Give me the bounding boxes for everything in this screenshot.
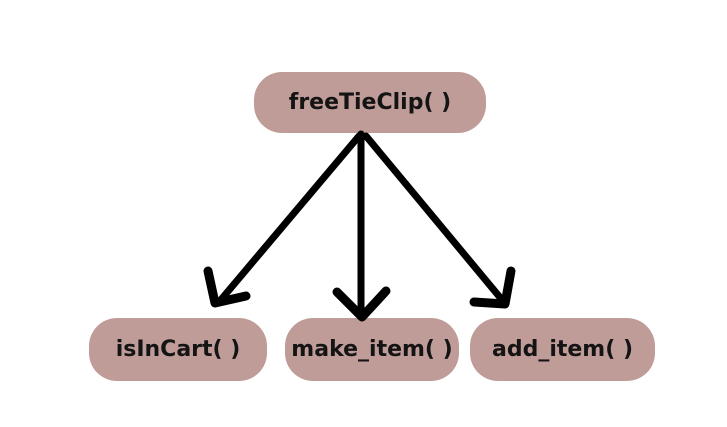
node-freetieclip-label: freeTieClip( ) bbox=[288, 90, 452, 115]
node-isincart: isInCart( ) bbox=[89, 318, 267, 381]
arrow-line-right bbox=[362, 132, 507, 305]
arrow-head-left-icon bbox=[203, 266, 251, 308]
arrow-head-middle-icon bbox=[332, 286, 391, 322]
node-makeitem: make_item( ) bbox=[285, 318, 459, 381]
node-additem: add_item( ) bbox=[470, 318, 655, 381]
arrow-head-right-icon bbox=[469, 266, 516, 309]
node-additem-label: add_item( ) bbox=[491, 337, 633, 362]
edge-freetieclip-isincart bbox=[203, 132, 363, 308]
edge-freetieclip-makeitem bbox=[332, 130, 391, 322]
node-isincart-label: isInCart( ) bbox=[115, 337, 241, 362]
node-makeitem-label: make_item( ) bbox=[291, 337, 453, 362]
edge-freetieclip-additem bbox=[362, 132, 516, 309]
node-freetieclip: freeTieClip( ) bbox=[254, 72, 486, 133]
arrow-line-left bbox=[215, 132, 363, 306]
